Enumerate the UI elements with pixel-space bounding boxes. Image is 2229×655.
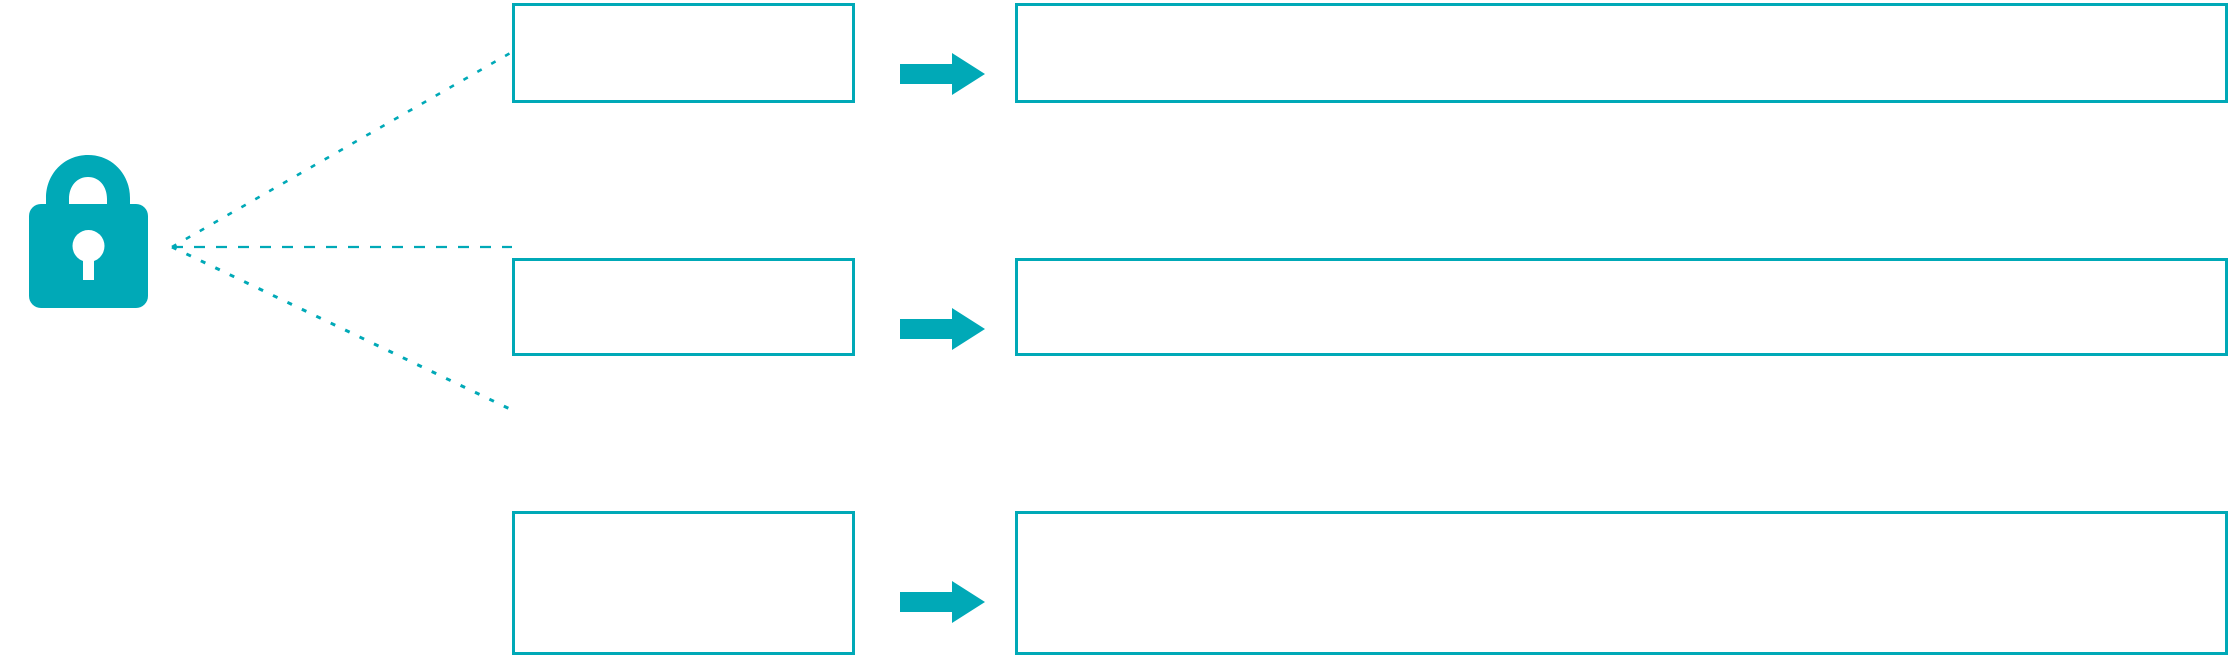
effect-box-3[interactable]: [1015, 511, 2228, 655]
lock-keyhole-stem: [83, 246, 94, 280]
row-2: [512, 258, 2228, 356]
arrow-icon-2: [900, 308, 985, 350]
cause-box-2[interactable]: [512, 258, 855, 356]
cause-box-3[interactable]: [512, 511, 855, 655]
connector-row-1: [171, 50, 513, 249]
connector-group: [171, 50, 513, 412]
lock-icon: [29, 155, 148, 308]
row-1: [512, 3, 2228, 103]
connector-row-3: [171, 245, 513, 412]
row-3: [512, 511, 2228, 655]
arrow-icon-1: [900, 53, 985, 95]
effect-box-1[interactable]: [1015, 3, 2228, 103]
effect-box-2[interactable]: [1015, 258, 2228, 356]
cause-box-1[interactable]: [512, 3, 855, 103]
arrow-icon-3: [900, 581, 985, 623]
